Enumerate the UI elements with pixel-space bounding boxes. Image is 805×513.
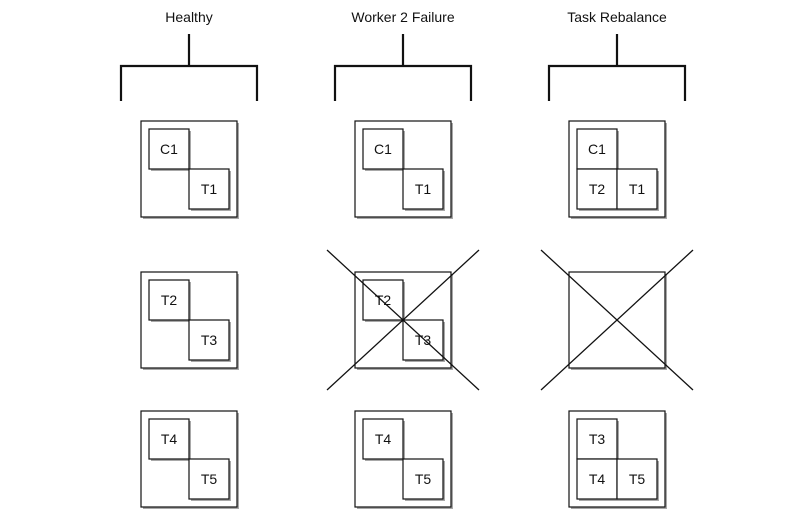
failure-cross-line [326,249,480,391]
task-cell-top-left: T4 [362,418,405,461]
task-cell-bottom-right: T5 [188,458,231,501]
task-cell-bottom-right-label: T3 [201,332,218,348]
task-cell-bottom-right-label: T3 [415,332,432,348]
task-cell-bottom-left: T4 [576,458,619,501]
task-cell-bottom-right-label: T1 [629,181,646,197]
column-title: Task Rebalance [567,9,667,25]
task-cell-top-left-border [148,279,190,321]
worker-2-box [540,249,694,391]
task-cell-top-left-label: C1 [374,141,392,157]
task-cell-bottom-right: T1 [188,168,231,211]
task-cell-top-left-label: T4 [161,431,178,447]
task-cell-bottom-right: T5 [402,458,445,501]
task-cell-bottom-left-border [576,458,618,500]
column-title: Worker 2 Failure [351,9,454,25]
task-cell-bottom-right-border [402,458,444,500]
task-cell-bottom-left-label: T2 [589,181,606,197]
task-cell-top-left-border [362,128,404,170]
task-cell-top-left-border [148,418,190,460]
task-cell-bottom-right-border [402,168,444,210]
task-cell-bottom-right-label: T5 [201,471,218,487]
task-cell-top-left: C1 [362,128,405,171]
group-bracket [333,34,473,101]
task-cell-bottom-left-label: T4 [589,471,606,487]
task-cell-top-left: T4 [148,418,191,461]
group-bracket [119,34,259,101]
task-cell-bottom-right-border [616,168,658,210]
task-cell-bottom-right-border [188,458,230,500]
task-cell-top-left: C1 [148,128,191,171]
column-title: Healthy [165,9,212,25]
task-cell-top-left-border [362,418,404,460]
task-cell-bottom-right-label: T5 [415,471,432,487]
task-cell-bottom-right-label: T1 [415,181,432,197]
task-cell-bottom-right-border [188,168,230,210]
task-cell-bottom-right-border [188,319,230,361]
task-cell-top-left-label: T2 [375,292,392,308]
task-cell-bottom-right: T1 [402,168,445,211]
task-cell-top-left-label: T2 [161,292,178,308]
task-cell-top-left: C1 [576,128,619,171]
task-cell-top-left-border [148,128,190,170]
task-cell-bottom-left: T2 [576,168,619,211]
task-cell-top-left-label: C1 [160,141,178,157]
task-cell-bottom-right: T1 [616,168,659,211]
task-cell-top-left-border [576,128,618,170]
task-cell-top-left-border [576,418,618,460]
task-cell-bottom-right-label: T5 [629,471,646,487]
failure-cross-line [540,249,694,391]
task-cell-top-left-label: C1 [588,141,606,157]
task-cell-top-left: T2 [148,279,191,322]
group-bracket [547,34,687,101]
task-cell-top-left-label: T4 [375,431,392,447]
task-cell-bottom-right: T5 [616,458,659,501]
task-cell-top-left: T3 [576,418,619,461]
task-cell-bottom-right-border [616,458,658,500]
task-cell-bottom-right-label: T1 [201,181,218,197]
task-cell-bottom-right: T3 [188,319,231,362]
task-cell-top-left-label: T3 [589,431,606,447]
